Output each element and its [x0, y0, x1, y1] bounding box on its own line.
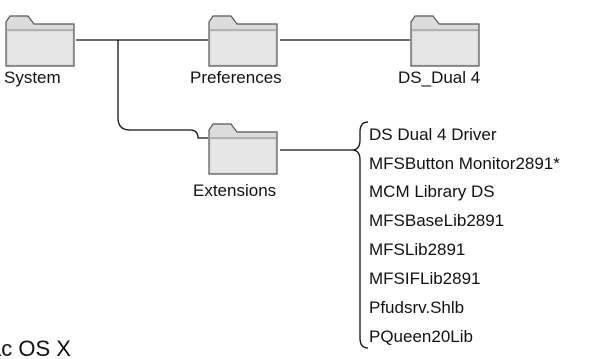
folder-system[interactable] — [4, 10, 76, 70]
extension-item: MFSLib2891 — [369, 240, 466, 259]
folder-label-extensions: Extensions — [193, 181, 277, 200]
folder-icon — [410, 15, 480, 67]
folder-ds-dual[interactable] — [409, 10, 481, 70]
extensions-brace — [351, 121, 369, 349]
folder-label-preferences: Preferences — [190, 68, 282, 87]
folder-extensions[interactable] — [207, 118, 279, 178]
extension-item: MFSIFLib2891 — [369, 269, 481, 288]
folder-icon — [5, 15, 75, 67]
extension-item: MCM Library DS — [369, 182, 495, 201]
connector-system-extensions — [117, 40, 208, 139]
caption-container: ac OS X — [0, 330, 170, 359]
folder-icon — [208, 15, 278, 67]
extension-item: Pfudsrv.Shlb — [369, 298, 465, 317]
extension-item: MFSButton Monitor2891* — [369, 154, 560, 173]
folder-icon — [208, 123, 278, 175]
extension-item: PQueen20Lib — [369, 327, 473, 346]
caption-text: ac OS X — [0, 336, 71, 359]
extension-item: DS Dual 4 Driver — [369, 125, 497, 144]
extension-item: MFSBaseLib2891 — [369, 211, 505, 230]
folder-label-ds-dual: DS_Dual 4 — [398, 68, 481, 87]
folder-preferences[interactable] — [207, 10, 279, 70]
folder-label-system: System — [4, 68, 61, 87]
